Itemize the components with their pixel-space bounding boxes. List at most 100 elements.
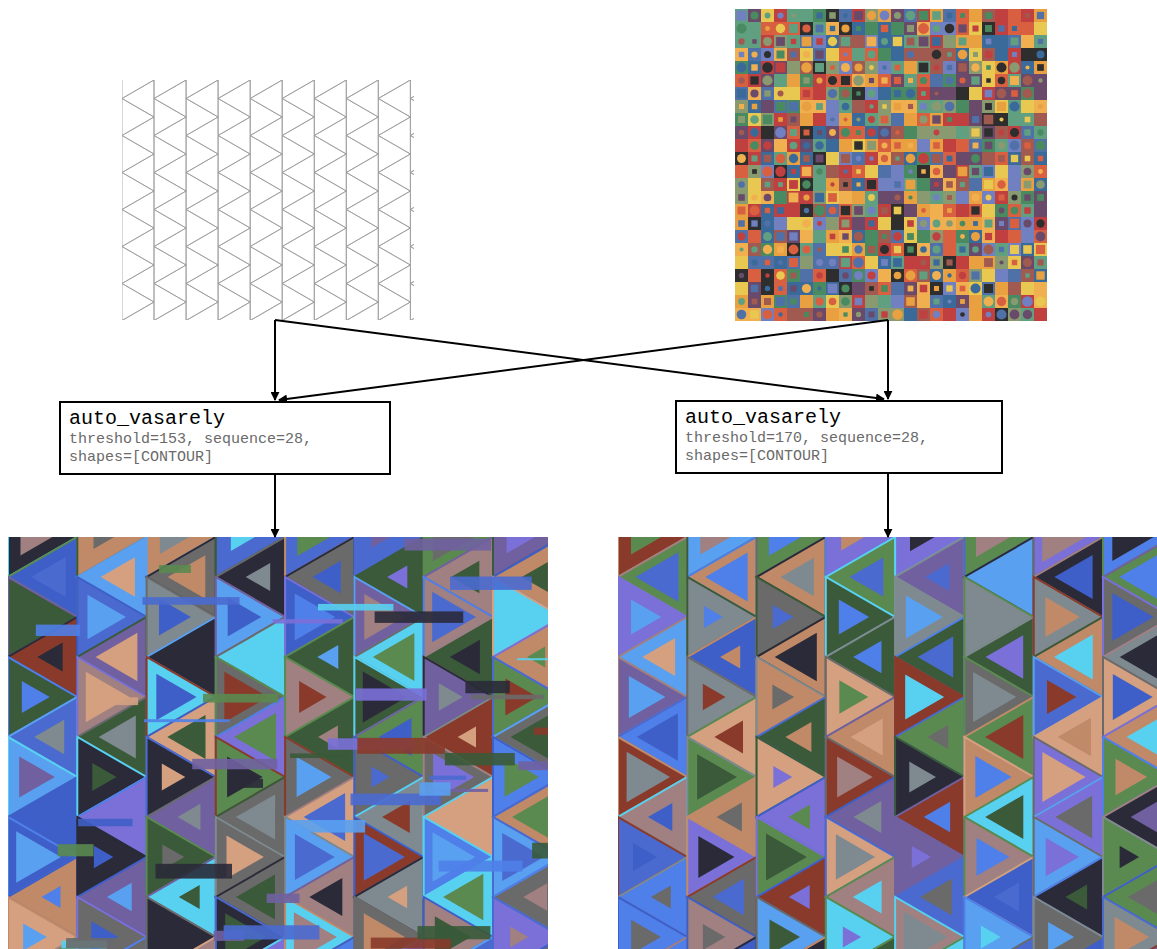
art-shape (946, 285, 952, 291)
art-shape (917, 87, 930, 100)
art-shape (714, 721, 743, 754)
art-shape (869, 156, 873, 160)
art-shape (964, 897, 1033, 949)
art-shape (388, 886, 408, 909)
art-shape (1008, 22, 1021, 35)
art-shape (763, 141, 772, 150)
art-shape (958, 63, 966, 71)
art-shape (775, 166, 785, 176)
art-shape (868, 246, 875, 253)
art-shape (250, 117, 282, 154)
art-shape (314, 247, 346, 284)
art-shape (943, 217, 956, 230)
art-shape (750, 76, 758, 84)
art-shape (774, 191, 787, 204)
art-shape (735, 191, 748, 204)
art-shape (738, 38, 744, 44)
art-shape (410, 173, 414, 210)
art-shape (904, 282, 917, 295)
art-shape (160, 537, 189, 554)
art-shape (773, 766, 792, 788)
art-shape (997, 180, 1006, 189)
art-shape (982, 152, 995, 165)
art-shape (1008, 295, 1021, 308)
art-shape (218, 265, 250, 302)
art-shape (751, 155, 757, 161)
art-shape (843, 117, 847, 121)
art-shape (250, 210, 282, 247)
art-shape (982, 61, 995, 74)
art-shape (787, 204, 800, 217)
art-shape (878, 243, 891, 256)
art-shape (839, 295, 852, 308)
art-shape (1008, 230, 1021, 243)
art-shape (802, 219, 810, 227)
art-shape (1009, 101, 1019, 111)
art-shape (813, 204, 826, 217)
art-shape (314, 265, 346, 302)
art-shape (956, 22, 969, 35)
art-shape (920, 220, 927, 227)
art-shape (800, 87, 813, 100)
art-shape (943, 139, 956, 152)
art-shape (971, 154, 980, 163)
art-shape (687, 937, 756, 949)
art-shape (439, 861, 523, 872)
art-shape (378, 265, 410, 302)
art-shape (851, 719, 883, 756)
art-shape (891, 100, 904, 113)
art-shape (891, 74, 904, 87)
art-shape (828, 219, 836, 227)
art-shape (378, 117, 410, 154)
art-shape (122, 80, 414, 320)
art-shape (762, 166, 772, 176)
art-shape (1023, 310, 1032, 319)
art-shape (984, 258, 993, 267)
art-shape (789, 154, 798, 163)
art-shape (1048, 922, 1074, 949)
art-shape (930, 113, 943, 126)
art-shape (893, 232, 902, 241)
art-shape (841, 206, 850, 215)
art-shape (1022, 296, 1033, 307)
art-shape (1021, 139, 1034, 152)
art-shape (908, 169, 912, 173)
art-shape (891, 126, 904, 139)
art-shape (1008, 165, 1021, 178)
art-shape (958, 115, 967, 124)
art-shape (346, 117, 378, 154)
art-shape (865, 87, 878, 100)
art-shape (947, 208, 952, 213)
art-shape (852, 61, 865, 74)
art-shape (735, 113, 748, 126)
art-shape (982, 87, 995, 100)
art-shape (231, 537, 255, 551)
art-shape (865, 9, 878, 22)
art-shape (894, 90, 901, 97)
art-shape (969, 48, 982, 61)
art-shape (763, 115, 772, 124)
art-shape (1034, 22, 1047, 35)
art-shape (804, 234, 809, 239)
art-shape (868, 207, 876, 215)
art-shape (930, 282, 943, 295)
art-shape (943, 61, 956, 74)
art-shape (789, 102, 799, 112)
art-shape (789, 206, 798, 215)
art-shape (506, 599, 537, 634)
art-shape (878, 48, 891, 61)
art-shape (1120, 846, 1140, 869)
art-shape (839, 230, 852, 243)
art-shape (830, 247, 835, 252)
art-shape (826, 295, 839, 308)
art-shape (816, 311, 822, 317)
art-shape (956, 126, 969, 139)
art-shape (959, 77, 965, 83)
art-shape (1034, 48, 1047, 61)
art-shape (947, 299, 951, 303)
art-shape (982, 256, 995, 269)
art-shape (787, 217, 800, 230)
art-shape (930, 269, 943, 282)
flow-arrow (887, 320, 889, 399)
art-shape (1128, 879, 1157, 916)
